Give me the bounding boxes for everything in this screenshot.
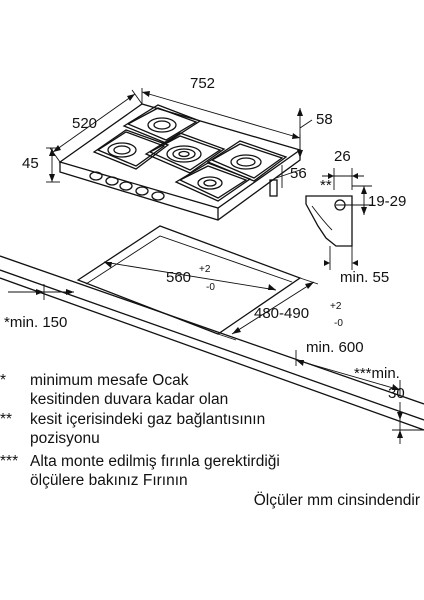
note-2-marker: ** [0,411,13,428]
dim-min-55-label: min. 55 [340,269,389,286]
burners [107,117,262,190]
pan-supports [92,104,288,202]
cutout-depth-label: 480-490 [254,305,309,322]
dim-58-label: 58 [316,111,333,128]
note-1-line-2: kesitinden duvara kadar olan [30,391,229,408]
dim-45-label: 45 [22,155,39,172]
cutout-depth-tolerance-minus: -0 [334,318,343,329]
cutout-depth-tolerance-plus: +2 [330,301,342,312]
note-1-line-1: minimum mesafe Ocak [30,372,189,389]
dim-min-600-label: min. 600 [306,339,364,356]
dimension-labels: 752 520 45 58 56 26 ** 19-29 min. 55 560… [4,75,406,402]
control-knobs [89,171,165,201]
cutout-width-tolerance-minus: -0 [206,282,215,293]
units-note-text: Ölçüler mm cinsindendir [253,492,420,509]
dim-min-30-label-top: ***min. [354,365,400,382]
note-3-line-2: ölçülere bakınız Fırının [30,472,188,489]
gas-hob-drawing [58,103,302,221]
worktop-drawing [0,225,424,431]
note-3-line-1: Alta monte edilmiş fırınla gerektirdiği [30,453,280,470]
section-detail [305,168,372,270]
cutout-width-tolerance-plus: +2 [199,264,211,275]
dim-min-30-label-bottom: 30 [388,385,405,402]
gas-connection-marker: ** [320,177,332,194]
dim-26-label: 26 [334,148,351,165]
note-2-line-2: pozisyonu [30,430,100,447]
dim-520-label: 520 [72,115,97,132]
units-note: Ölçüler mm cinsindendir [254,491,420,510]
note-3-marker: *** [0,453,19,470]
note-2-line-1: kesit içerisindeki gaz bağlantısının [30,411,266,428]
hob-dimension-lines [46,88,313,188]
cutout-width-label: 560 [166,269,191,286]
note-1-marker: * [0,372,7,389]
dim-56-label: 56 [290,165,307,182]
dim-752-label: 752 [190,75,215,92]
dim-min-150-label: *min. 150 [4,314,67,331]
worktop-dimension-lines [8,261,424,444]
dim-19-29-label: 19-29 [368,193,406,210]
